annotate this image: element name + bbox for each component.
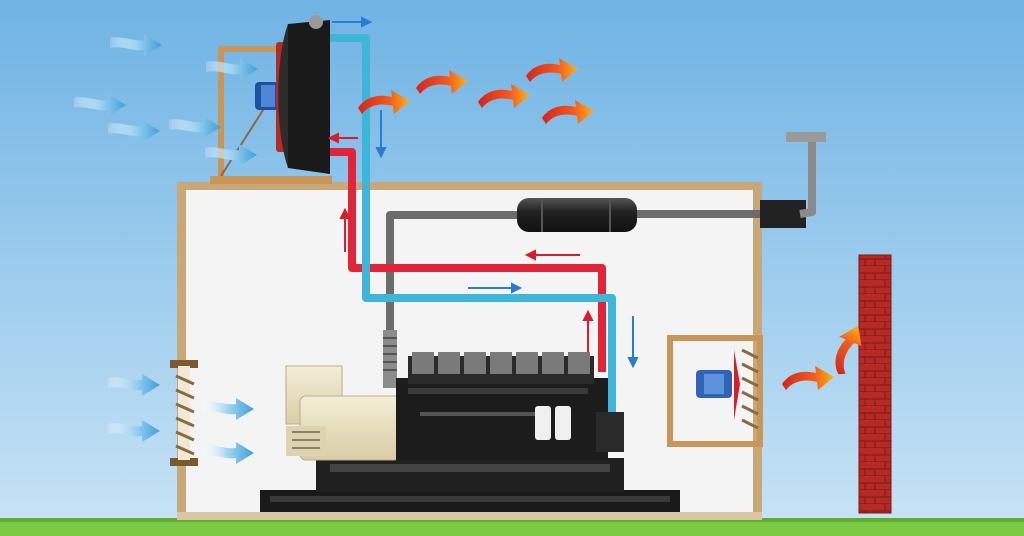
cold-water-pipe: [330, 34, 616, 442]
hot-water-pipe: [330, 148, 606, 372]
engine-base-skid: [260, 458, 680, 512]
alternator-icon: [285, 365, 401, 461]
brick-wall-icon: [858, 254, 892, 514]
grass-ground: [0, 520, 1024, 536]
outlet-fan-louver-icon: [667, 335, 763, 447]
flow-direction-arrows: [327, 16, 639, 369]
radiator-fan-icon: [255, 15, 330, 174]
engine-icon: [396, 352, 624, 460]
exhaust-silencer-icon: [517, 198, 637, 232]
intake-louver-icon: [170, 360, 198, 466]
exhaust-pipe: [383, 132, 826, 388]
